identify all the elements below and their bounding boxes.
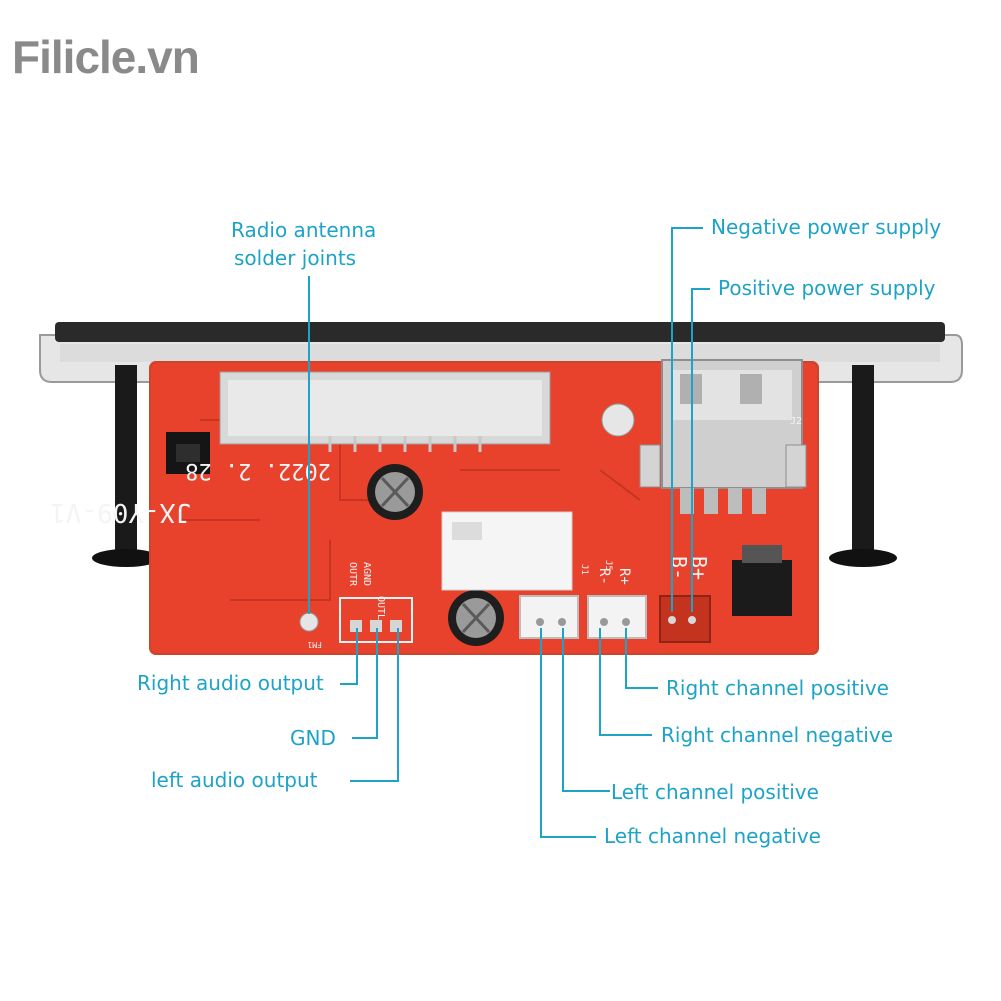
- power-connector: [659, 595, 711, 643]
- right-audio-output-label: Right audio output: [137, 671, 324, 695]
- callout-lines: [308, 227, 710, 838]
- leader-right-audio-output: [340, 628, 358, 685]
- negative-power-label: Negative power supply: [711, 215, 942, 239]
- pad-label-agnd: AGND: [361, 562, 372, 586]
- left-channel-positive-label: Left channel positive: [611, 780, 819, 804]
- watermark-logo: Filicle.vn: [12, 31, 200, 83]
- speaker-connector-left: [519, 595, 579, 639]
- leader-gnd: [352, 628, 378, 739]
- leader-positive-power: [691, 288, 710, 612]
- display-connector: [219, 371, 551, 452]
- leader-right-channel-positive: [625, 628, 658, 689]
- voltage-regulator: [732, 545, 792, 616]
- leader-left-channel-positive: [562, 628, 610, 792]
- pad-label-r-plus: R+: [616, 568, 632, 585]
- pad-label-l-minus: L-: [556, 568, 572, 585]
- pad-label-j5: J5: [603, 560, 613, 571]
- led-component: [601, 403, 635, 437]
- module-chip: [441, 511, 573, 591]
- pad-label-j2: J2: [790, 416, 802, 427]
- leader-right-channel-negative: [599, 628, 652, 736]
- left-audio-output-label: left audio output: [151, 768, 318, 792]
- pad-label-r-minus: R-: [596, 568, 612, 585]
- mounting-post-left: [92, 365, 160, 567]
- right-channel-positive-label: Right channel positive: [666, 676, 889, 700]
- left-channel-negative-label: Left channel negative: [604, 824, 821, 848]
- pad-label-j1: J1: [579, 564, 589, 575]
- gnd-label: GND: [290, 726, 336, 750]
- pad-label-b-plus: B+: [687, 556, 711, 580]
- ir-receiver: [166, 432, 210, 474]
- leader-left-audio-output: [350, 628, 399, 782]
- capacitor-bottom: [448, 590, 504, 646]
- pad-label-outl: OUTL: [375, 596, 386, 620]
- mounting-post-right: [829, 365, 897, 567]
- board-model-text: JX-Y09-V1: [50, 497, 191, 527]
- antenna-label-line1: Radio antenna: [231, 218, 377, 242]
- positive-power-label: Positive power supply: [718, 276, 936, 300]
- speaker-connector-right: [587, 595, 647, 639]
- antenna-pad: [299, 612, 319, 632]
- pad-label-outr: OUTR: [347, 562, 358, 587]
- leader-left-channel-negative: [540, 628, 596, 838]
- pad-label-fm1: FM1: [307, 640, 322, 649]
- leader-negative-power: [671, 227, 703, 612]
- right-channel-negative-label: Right channel negative: [661, 723, 893, 747]
- antenna-label-line2: solder joints: [234, 246, 357, 270]
- board-date-text: 2022. 2. 28: [185, 458, 331, 483]
- capacitor-top: [367, 464, 423, 520]
